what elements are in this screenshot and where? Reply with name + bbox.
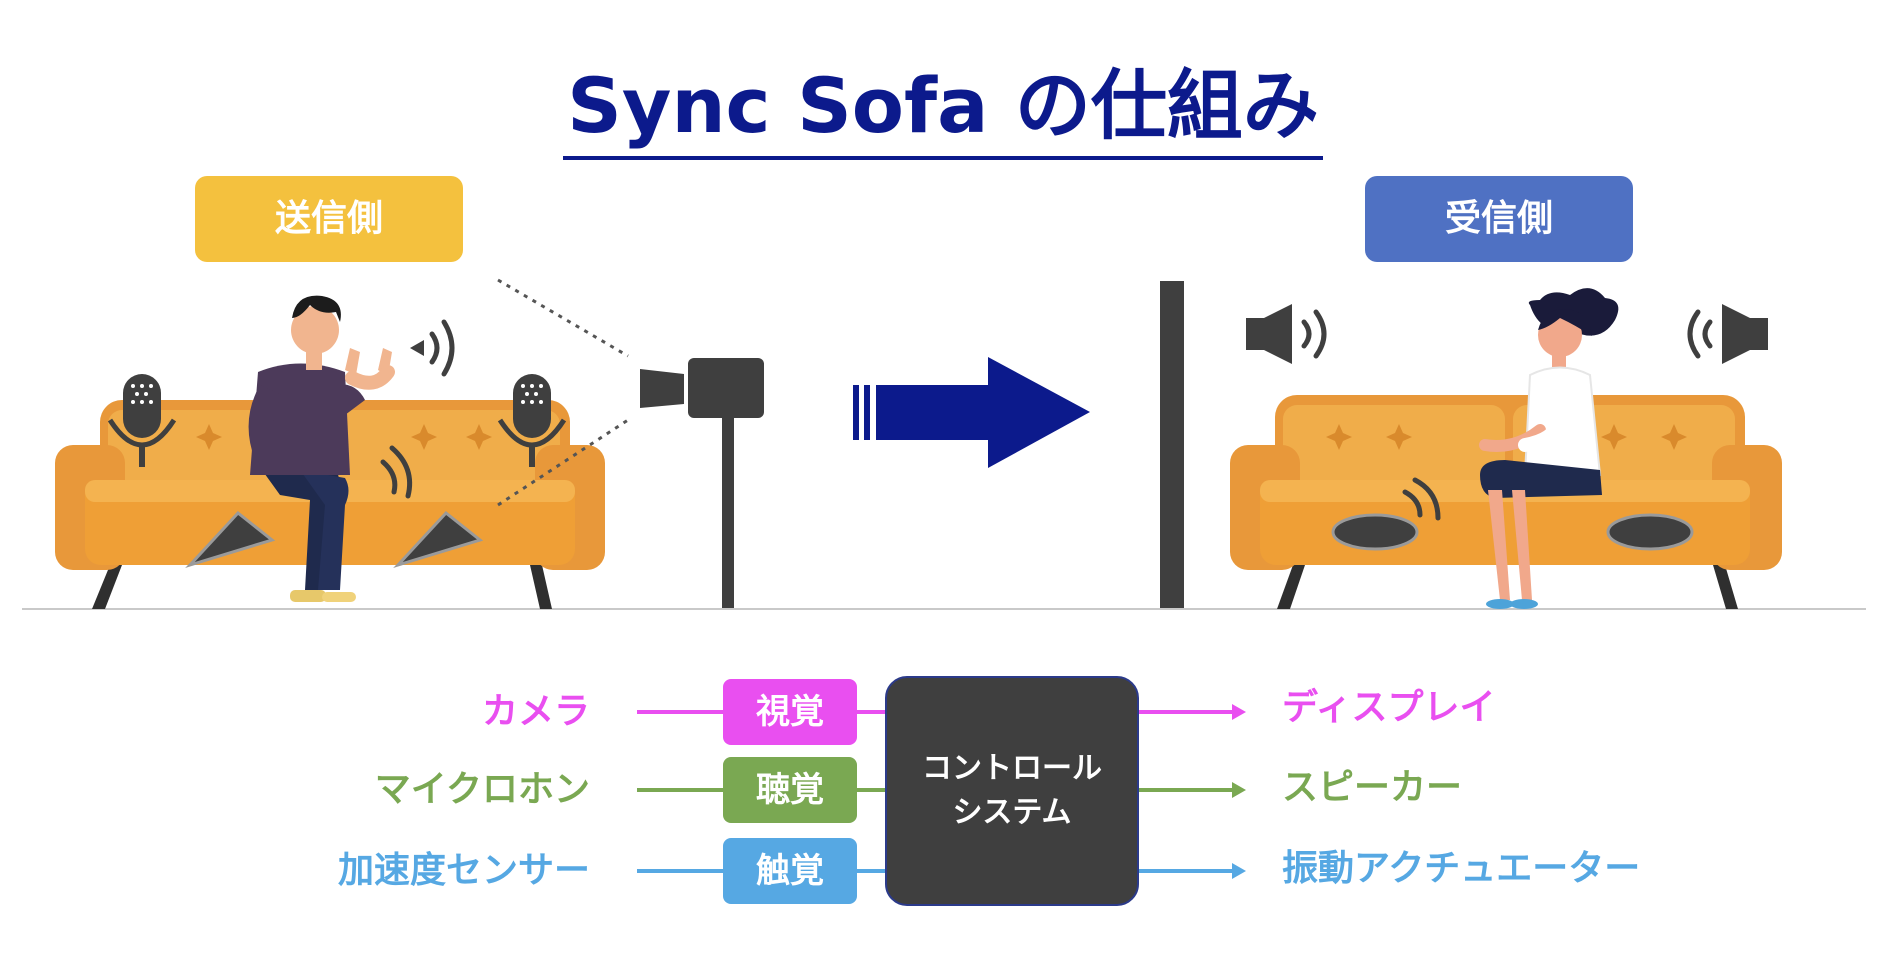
control-system-box: コントロール システム xyxy=(885,676,1139,906)
input-device-camera: カメラ xyxy=(481,691,590,732)
sender-side-badge: 送信側 xyxy=(195,176,463,262)
sense-touch-box: 触覚 xyxy=(723,838,857,904)
microphone-icon-left xyxy=(107,374,177,467)
vibration-actuator-icon-left xyxy=(1331,513,1419,551)
sense-hearing-box: 聴覚 xyxy=(723,757,857,823)
output-device-actuator: 振動アクチュエーター xyxy=(1282,848,1641,889)
camera-view-line-top xyxy=(497,278,629,358)
accelerometer-icon-left xyxy=(185,510,276,569)
speaker-icon-left xyxy=(1246,304,1327,364)
page-title-text: Sync Sofa の仕組み xyxy=(563,61,1323,160)
camera-icon xyxy=(640,358,764,608)
input-device-accelerometer: 加速度センサー xyxy=(337,850,590,891)
sender-person xyxy=(248,295,395,602)
input-device-microphone: マイクロホン xyxy=(374,769,590,810)
display-icon xyxy=(1160,281,1184,608)
vibration-actuator-icon-right xyxy=(1606,513,1694,551)
output-device-speaker: スピーカー xyxy=(1282,767,1463,808)
control-system-line1: コントロール xyxy=(922,751,1102,786)
speaker-icon-right xyxy=(1687,304,1768,364)
receiver-side-badge: 受信側 xyxy=(1365,176,1633,262)
accelerometer-icon-right xyxy=(393,510,484,569)
vibration-wave-icon xyxy=(380,445,413,499)
control-system-line2: システム xyxy=(952,795,1072,830)
page-title: Sync Sofa の仕組み xyxy=(0,44,1886,160)
flow-lines xyxy=(637,704,1246,879)
sense-sight-box: 視覚 xyxy=(723,679,857,745)
receiver-person xyxy=(1479,288,1619,609)
output-device-display: ディスプレイ xyxy=(1282,687,1496,728)
transfer-arrow xyxy=(853,357,1090,468)
vibration-wave-icon-receiver xyxy=(1402,477,1441,521)
microphone-icon-right xyxy=(497,374,567,467)
sound-wave-icon-sender xyxy=(410,319,455,377)
